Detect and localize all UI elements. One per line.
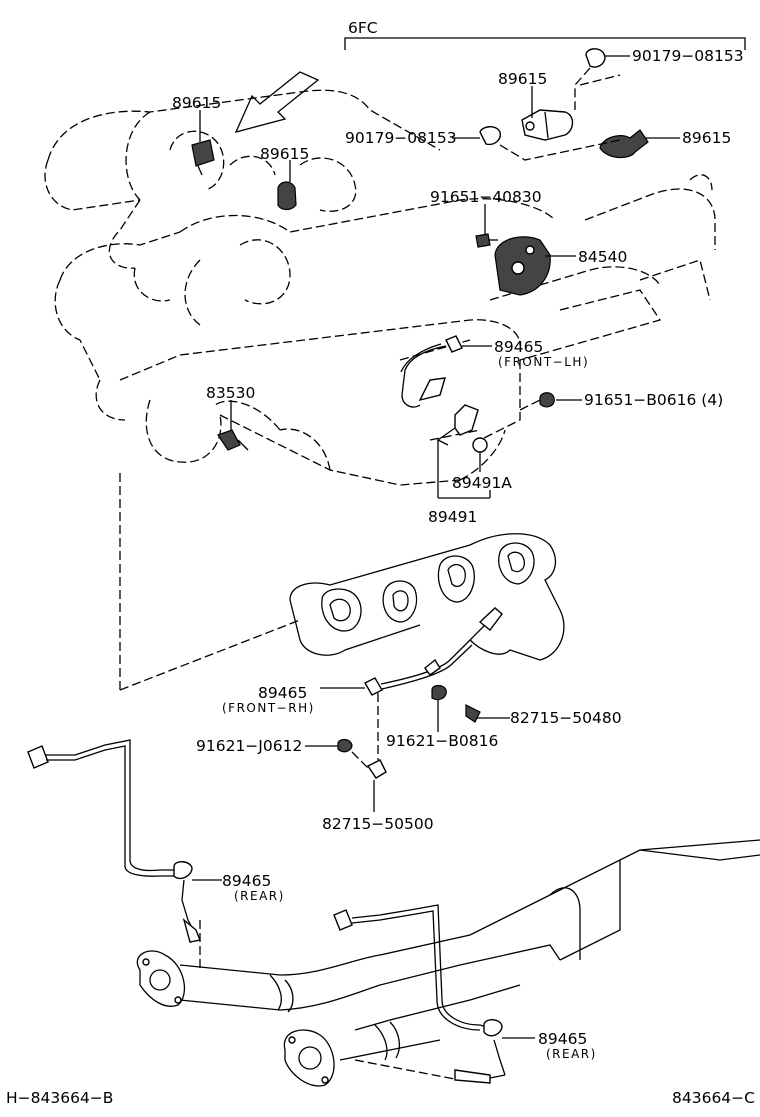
group-code-label: 6FC [348, 19, 378, 37]
engine-outline [44, 71, 716, 691]
part-91651-40830-bolt[interactable] [475, 233, 498, 248]
part-83530-sensor[interactable] [217, 429, 249, 451]
label-90179-08153-upper: 90179−08153 [632, 47, 744, 65]
part-89615-engine-left[interactable] [191, 139, 215, 176]
label-91621-j0612: 91621−J0612 [196, 737, 302, 755]
label-82715-50500: 82715−50500 [322, 815, 434, 833]
label-91651-40830: 91651−40830 [430, 188, 542, 206]
label-89465-rear-1-sub: (REAR) [234, 889, 285, 903]
label-89465-rear-2: 89465 [538, 1030, 587, 1048]
exhaust-pipe [136, 839, 760, 1087]
footer-right-code: 843664−C [672, 1089, 755, 1107]
label-91651-b0616: 91651−B0616 (4) [584, 391, 723, 409]
part-82715-50500-clamp[interactable] [366, 759, 387, 779]
label-89615-a: 89615 [172, 94, 221, 112]
part-90179-08153-lower[interactable] [479, 126, 501, 146]
part-89615-6fc-lower[interactable] [599, 129, 649, 159]
label-89615-b: 89615 [260, 145, 309, 163]
label-89465-front-lh-sub: (FRONT−LH) [498, 355, 589, 369]
label-89615-c: 89615 [498, 70, 547, 88]
leader-lines [192, 55, 680, 1039]
footer-left-code: H−843664−B [6, 1089, 113, 1107]
part-89465-front-rh[interactable] [364, 607, 503, 696]
part-89465-front-lh[interactable] [400, 335, 463, 408]
label-89465-front-rh-sub: (FRONT−RH) [222, 701, 315, 715]
label-89465-rear-2-sub: (REAR) [546, 1047, 597, 1061]
label-89491a: 89491A [452, 474, 512, 492]
part-91651-b0616-bolt[interactable] [539, 392, 555, 408]
label-91621-b0816: 91621−B0816 [386, 732, 498, 750]
exhaust-manifold [289, 533, 565, 661]
label-90179-08153-lower: 90179−08153 [345, 129, 457, 147]
part-89491a-gasket[interactable] [472, 437, 488, 453]
part-90179-08153-upper[interactable] [585, 48, 606, 68]
part-89465-rear-1[interactable] [27, 739, 201, 943]
part-89615-6fc-upper[interactable] [521, 109, 574, 141]
part-89615-engine-right[interactable] [277, 181, 297, 211]
label-89465-rear-1: 89465 [222, 872, 271, 890]
label-84540: 84540 [578, 248, 627, 266]
part-82715-50480-clamp[interactable] [465, 704, 481, 723]
part-91621-b0816-bolt[interactable] [431, 684, 447, 701]
label-83530: 83530 [206, 384, 255, 402]
part-91621-j0612-bolt[interactable] [337, 738, 353, 753]
label-89465-front-rh: 89465 [258, 684, 307, 702]
part-84540-sensor[interactable] [494, 236, 551, 296]
label-89465-front-lh: 89465 [494, 338, 543, 356]
part-89491-bracket[interactable] [436, 404, 479, 446]
label-89491: 89491 [428, 508, 477, 526]
label-82715-50480: 82715−50480 [510, 709, 622, 727]
label-89615-d: 89615 [682, 129, 731, 147]
part-89465-rear-2[interactable] [333, 904, 506, 1084]
group-bracket [344, 37, 746, 50]
